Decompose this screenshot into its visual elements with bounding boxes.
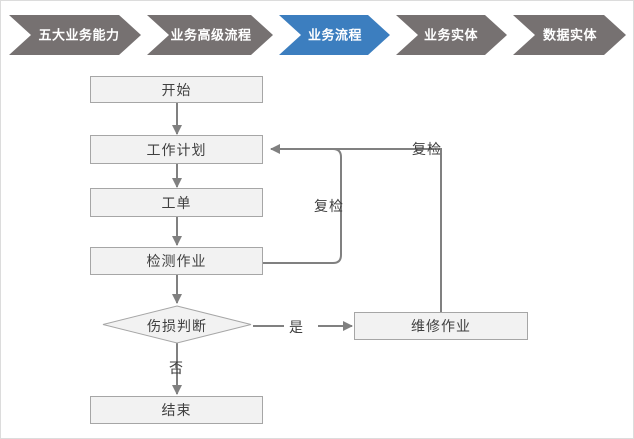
node-inspection-label: 检测作业: [146, 253, 207, 269]
node-work-plan-label: 工作计划: [146, 141, 207, 158]
node-end-label: 结束: [161, 402, 192, 418]
node-repair-label: 维修作业: [411, 318, 471, 334]
breadcrumb: 五大业务能力 业务高级流程 业务流程 业务实体 数据实体: [1, 15, 633, 55]
node-start[interactable]: 开始: [90, 76, 263, 103]
breadcrumb-step-2-label: 业务高级流程: [170, 27, 251, 42]
breadcrumb-step-1-label: 五大业务能力: [38, 27, 119, 42]
breadcrumb-step-1[interactable]: 五大业务能力: [9, 15, 141, 55]
edge-label-no: 否: [169, 358, 184, 378]
node-inspection[interactable]: 检测作业: [90, 247, 263, 275]
edge-label-recheck-inner-text: 复检: [314, 198, 344, 214]
edge-label-yes: 是: [289, 317, 304, 337]
edge-label-recheck-outer-text: 复检: [412, 141, 442, 157]
breadcrumb-step-5[interactable]: 数据实体: [513, 15, 626, 55]
breadcrumb-step-4-label: 业务实体: [424, 27, 479, 42]
node-work-order-label: 工单: [161, 194, 192, 211]
breadcrumb-step-2[interactable]: 业务高级流程: [147, 15, 273, 55]
node-work-plan[interactable]: 工作计划: [90, 135, 263, 164]
breadcrumb-step-3-label: 业务流程: [308, 27, 362, 42]
node-decision-label[interactable]: 伤损判断: [107, 316, 247, 336]
breadcrumb-step-4[interactable]: 业务实体: [396, 15, 507, 55]
edge-label-recheck-outer: 复检: [412, 139, 442, 159]
node-start-label: 开始: [161, 81, 192, 98]
node-end[interactable]: 结束: [90, 396, 263, 424]
decision-diamond-shape: [102, 305, 252, 344]
edge-label-recheck-inner: 复检: [314, 196, 344, 216]
edge-label-yes-text: 是: [289, 319, 304, 335]
node-work-order[interactable]: 工单: [90, 188, 263, 217]
node-repair[interactable]: 维修作业: [354, 312, 528, 340]
breadcrumb-step-5-label: 数据实体: [543, 27, 598, 42]
node-decision-text: 伤损判断: [147, 318, 207, 334]
breadcrumb-step-3[interactable]: 业务流程: [279, 15, 390, 55]
connector-recheck-outer: [271, 148, 442, 312]
edge-label-no-text: 否: [169, 360, 184, 376]
